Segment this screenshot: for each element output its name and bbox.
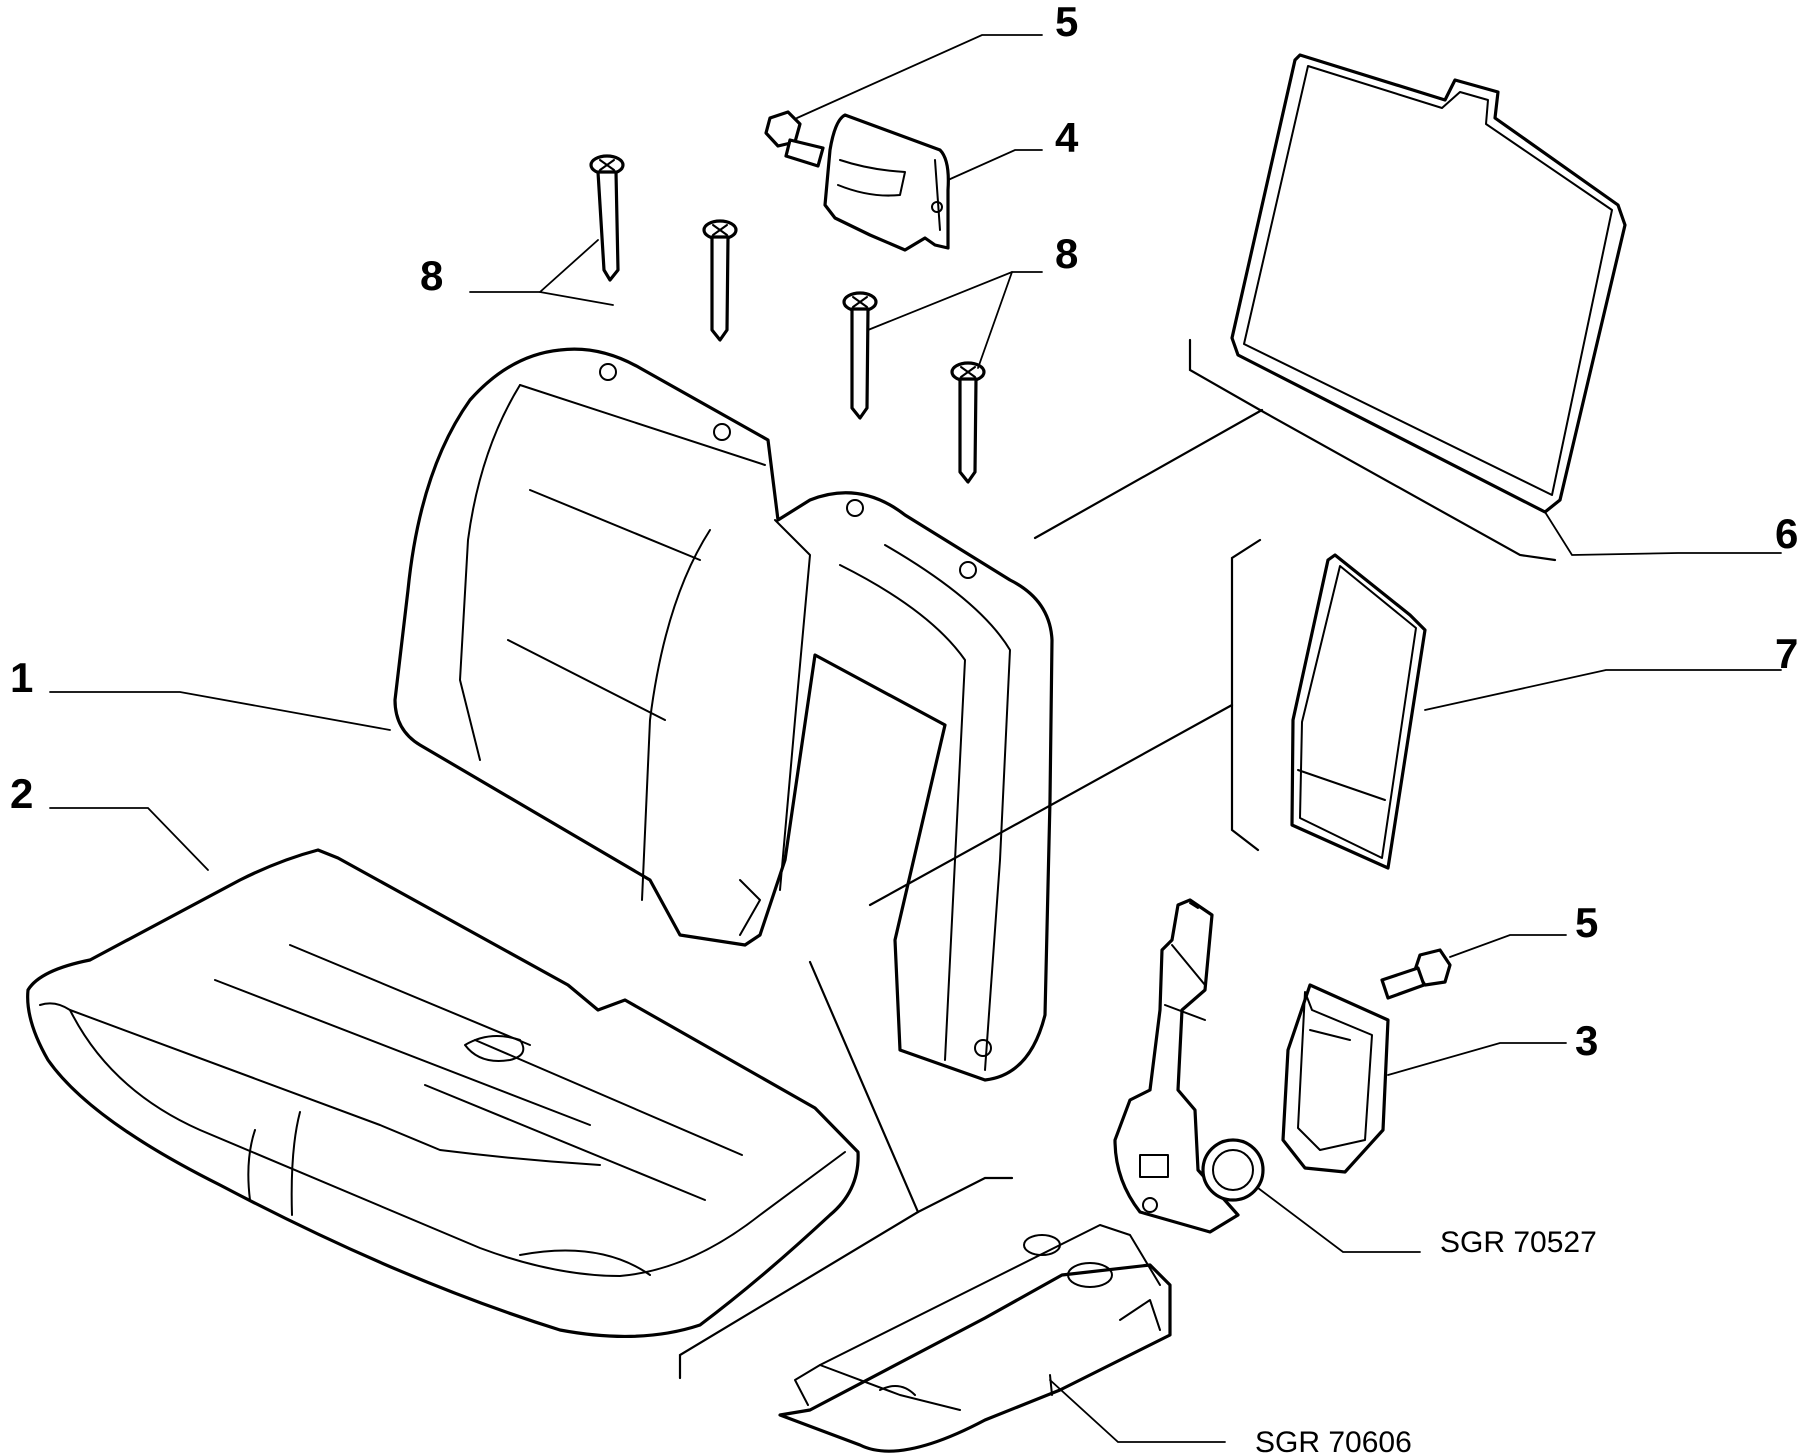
part-4-cap [823, 113, 950, 252]
part-8-screw-2 [702, 219, 738, 342]
callout-7: 7 [1775, 630, 1798, 677]
callout-8-left: 8 [420, 252, 443, 299]
callout-6: 6 [1775, 510, 1798, 557]
part-5-bolt-top [764, 110, 825, 168]
part-8-screw-1 [589, 154, 625, 282]
assembly-bracket-armrest [678, 960, 1014, 1380]
callout-8-right: 8 [1055, 230, 1078, 277]
reference-code-armrest: SGR 70606 [1255, 1426, 1412, 1455]
callout-4: 4 [1055, 114, 1079, 161]
part-6-backrest-panel [1230, 53, 1627, 514]
part-1-backrest-cover [393, 347, 1054, 1082]
callout-2: 2 [10, 770, 33, 817]
callout-5-top: 5 [1055, 0, 1078, 45]
part-7-side-panel [1290, 553, 1427, 870]
armrest-console [778, 1224, 1172, 1453]
part-8-screw-3 [842, 291, 878, 420]
seat-belt-retractor [1113, 898, 1265, 1234]
callout-5-right: 5 [1575, 899, 1598, 946]
assembly-bracket-panel-6 [1033, 338, 1557, 562]
callouts: 1 2 3 4 5 5 6 7 8 8 SGR 70527 SGR 70606 [10, 0, 1798, 1455]
part-8-screw-4 [950, 361, 986, 484]
leader-lines [49, 34, 1782, 1443]
part-5-bolt-right [1380, 948, 1452, 1000]
assembly-bracket-panel-7 [868, 538, 1262, 907]
part-2-seat-cushion [26, 848, 860, 1339]
callout-1: 1 [10, 654, 33, 701]
part-3-trim-cover [1281, 983, 1390, 1174]
reference-code-belt: SGR 70527 [1440, 1226, 1597, 1259]
callout-3: 3 [1575, 1017, 1598, 1064]
